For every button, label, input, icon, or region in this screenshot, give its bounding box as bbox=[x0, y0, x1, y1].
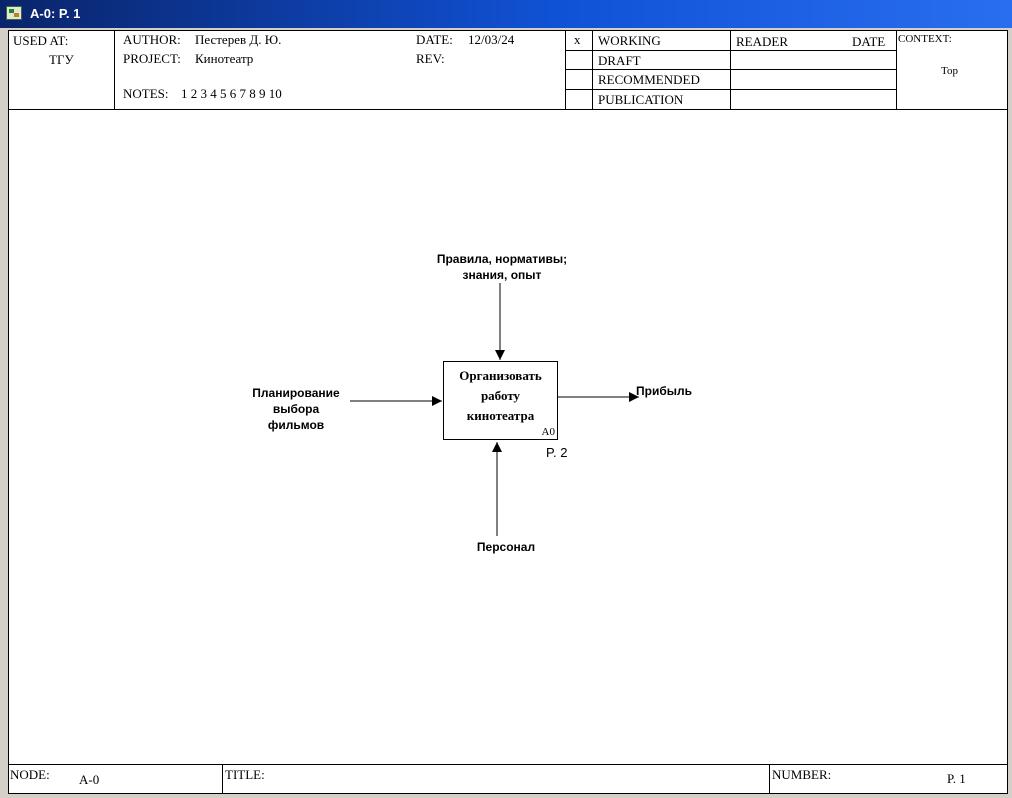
window-title: A-0: P. 1 bbox=[30, 6, 81, 21]
project-value: Кинотеатр bbox=[195, 51, 254, 66]
divider bbox=[896, 31, 897, 109]
date-label: DATE: bbox=[416, 32, 453, 47]
author-value: Пестерев Д. Ю. bbox=[195, 32, 282, 47]
divider bbox=[565, 69, 896, 70]
title-label: TITLE: bbox=[225, 767, 265, 782]
status-working-mark: x bbox=[574, 32, 581, 47]
diagram-canvas[interactable]: Организовать работу кинотеатра A0 P. 2 П… bbox=[9, 109, 1007, 764]
number-label: NUMBER: bbox=[772, 767, 832, 782]
context-value: Top bbox=[941, 65, 958, 77]
function-box-label: Организовать работу кинотеатра bbox=[459, 368, 542, 423]
node-label: NODE: bbox=[10, 767, 50, 782]
divider bbox=[222, 765, 223, 794]
status-publication: PUBLICATION bbox=[598, 92, 684, 107]
arrows-layer bbox=[350, 283, 639, 536]
divider bbox=[565, 89, 896, 90]
used-at-value: ТГУ bbox=[49, 52, 74, 67]
app-icon bbox=[6, 6, 22, 20]
status-working: WORKING bbox=[598, 33, 661, 48]
status-recommended: RECOMMENDED bbox=[598, 72, 700, 87]
context-label: CONTEXT: bbox=[898, 33, 952, 45]
divider bbox=[769, 765, 770, 794]
decomposition-page-ref[interactable]: P. 2 bbox=[546, 445, 568, 460]
notes-value: 1 2 3 4 5 6 7 8 9 10 bbox=[181, 86, 282, 101]
box-id: A0 bbox=[541, 426, 555, 438]
window-title-bar[interactable]: A-0: P. 1 bbox=[0, 0, 1012, 28]
rev-label: REV: bbox=[416, 51, 445, 66]
status-draft: DRAFT bbox=[598, 53, 641, 68]
function-box-a0[interactable]: Организовать работу кинотеатра A0 bbox=[443, 361, 558, 440]
mechanism-label[interactable]: Персонал bbox=[476, 540, 536, 554]
reader-date-label: DATE bbox=[852, 34, 886, 49]
notes-label: NOTES: bbox=[123, 86, 169, 101]
control-label[interactable]: Правила, нормативы; знания, опыт bbox=[436, 252, 568, 282]
used-at-label: USED AT: bbox=[13, 33, 69, 48]
number-value: P. 1 bbox=[947, 771, 966, 786]
divider bbox=[565, 50, 896, 51]
header-frame: USED AT: ТГУ AUTHOR: Пестерев Д. Ю. PROJ… bbox=[9, 31, 1007, 110]
divider bbox=[114, 31, 115, 109]
divider bbox=[565, 31, 566, 109]
input-label[interactable]: Планирование выбора фильмов bbox=[252, 386, 340, 432]
node-value: A-0 bbox=[79, 772, 100, 787]
date-value: 12/03/24 bbox=[468, 32, 515, 47]
author-label: AUTHOR: bbox=[123, 32, 181, 47]
idef0-sheet: USED AT: ТГУ AUTHOR: Пестерев Д. Ю. PROJ… bbox=[8, 30, 1008, 794]
output-label[interactable]: Прибыль bbox=[636, 384, 692, 398]
footer-frame: NODE: A-0 TITLE: NUMBER: P. 1 bbox=[9, 764, 1007, 794]
divider bbox=[592, 31, 593, 109]
divider bbox=[730, 31, 731, 109]
reader-label: READER bbox=[736, 34, 788, 49]
project-label: PROJECT: bbox=[123, 51, 181, 66]
